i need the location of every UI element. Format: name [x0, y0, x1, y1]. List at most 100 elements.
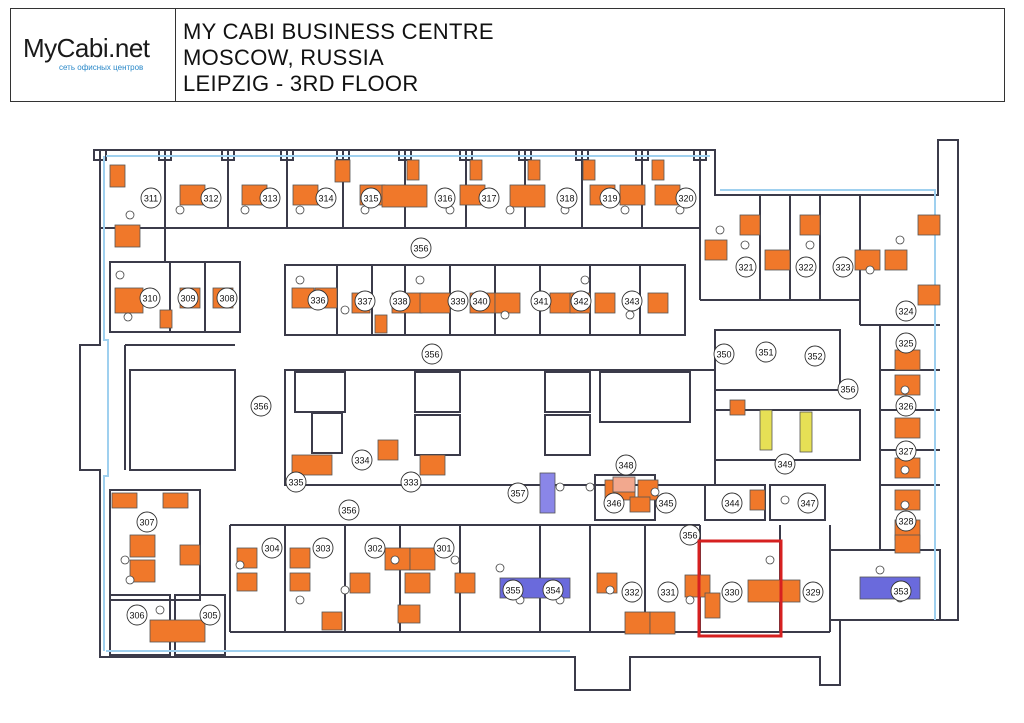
room-label-circle [837, 378, 859, 400]
room-label-circle [621, 581, 643, 603]
elevator [294, 371, 346, 413]
room-label-321: 321 [735, 256, 757, 278]
desk [894, 417, 921, 439]
room-label-circle [469, 290, 491, 312]
room-label-circle [136, 511, 158, 533]
desk [129, 559, 156, 583]
room-number: 355 [505, 586, 520, 596]
chair [875, 565, 885, 575]
room-number: 340 [472, 297, 487, 307]
chair [780, 495, 790, 505]
room-number: 317 [481, 194, 496, 204]
desk [582, 159, 596, 181]
room-number: 346 [606, 499, 621, 509]
desk [917, 214, 941, 236]
room-label-343: 343 [621, 290, 643, 312]
desk [406, 159, 420, 181]
highlighted-room-frame [697, 539, 783, 638]
room-number: 343 [624, 297, 639, 307]
room-label-356e: 356 [338, 499, 360, 521]
desk [291, 454, 333, 476]
room-label-circle [542, 579, 564, 601]
chair [505, 205, 515, 215]
desk [799, 214, 821, 236]
desk [109, 164, 126, 188]
room-number: 321 [738, 263, 753, 273]
chair [175, 205, 185, 215]
room-label-circle [679, 524, 701, 546]
room-label-circle [261, 537, 283, 559]
desk [469, 159, 483, 181]
room-number: 313 [262, 194, 277, 204]
room-label-circle [315, 187, 337, 209]
desk [377, 439, 399, 461]
room-label-circle [421, 343, 443, 365]
room-label-332: 332 [621, 581, 643, 603]
room-label-345: 345 [655, 492, 677, 514]
desk [419, 292, 451, 314]
room-number: 314 [318, 194, 333, 204]
room-number: 302 [367, 544, 382, 554]
brand-logo: MyCabi.net [23, 33, 150, 63]
chair [415, 275, 425, 285]
business-centre-title: MY CABI BUSINESS CENTRE [183, 19, 494, 44]
chair [620, 205, 630, 215]
room-label-circle [735, 256, 757, 278]
room-label-327: 327 [895, 440, 917, 462]
room-label-356b: 356 [421, 343, 443, 365]
room-label-circle [657, 581, 679, 603]
room-label-circle [433, 537, 455, 559]
room-number: 341 [533, 297, 548, 307]
room-label-circle [599, 187, 621, 209]
chair [895, 235, 905, 245]
chair [240, 205, 250, 215]
desk [527, 159, 541, 181]
desk [647, 292, 669, 314]
building-outline [79, 139, 959, 691]
desk [619, 184, 646, 206]
chair [580, 275, 590, 285]
room-label-314: 314 [315, 187, 337, 209]
room-label-circle [895, 510, 917, 532]
room-number: 351 [758, 348, 773, 358]
chair [235, 560, 245, 570]
room-label-circle [507, 482, 529, 504]
room-label-322: 322 [795, 256, 817, 278]
desk [884, 249, 908, 271]
room-number: 309 [180, 294, 195, 304]
room-label-339: 339 [447, 290, 469, 312]
desk [349, 572, 371, 594]
room-label-307: 307 [136, 511, 158, 533]
room-label-circle [895, 395, 917, 417]
room-label-circle [655, 492, 677, 514]
room-label-356c: 356 [250, 395, 272, 417]
chair [900, 500, 910, 510]
chair [125, 575, 135, 585]
office-308 [204, 261, 241, 333]
room-label-330: 330 [721, 581, 743, 603]
room-label-circle [250, 395, 272, 417]
room-label-circle [890, 580, 912, 602]
desk [764, 249, 791, 271]
room-number: 326 [898, 402, 913, 412]
room-label-circle [400, 471, 422, 493]
desk [179, 544, 201, 566]
desk [649, 611, 676, 635]
elevator [311, 412, 343, 454]
room-label-340: 340 [469, 290, 491, 312]
room-number: 334 [354, 456, 369, 466]
room-label-301: 301 [433, 537, 455, 559]
room-label-circle [895, 332, 917, 354]
room-number: 332 [624, 588, 639, 598]
desk [381, 184, 428, 208]
chair [295, 275, 305, 285]
room-number: 339 [450, 297, 465, 307]
room-number: 342 [573, 297, 588, 307]
room-label-353: 353 [890, 580, 912, 602]
room-label-352: 352 [804, 345, 826, 367]
room-number: 323 [835, 263, 850, 273]
room-number: 328 [898, 517, 913, 527]
room-label-328: 328 [895, 510, 917, 532]
chair [805, 240, 815, 250]
desk [624, 611, 651, 635]
